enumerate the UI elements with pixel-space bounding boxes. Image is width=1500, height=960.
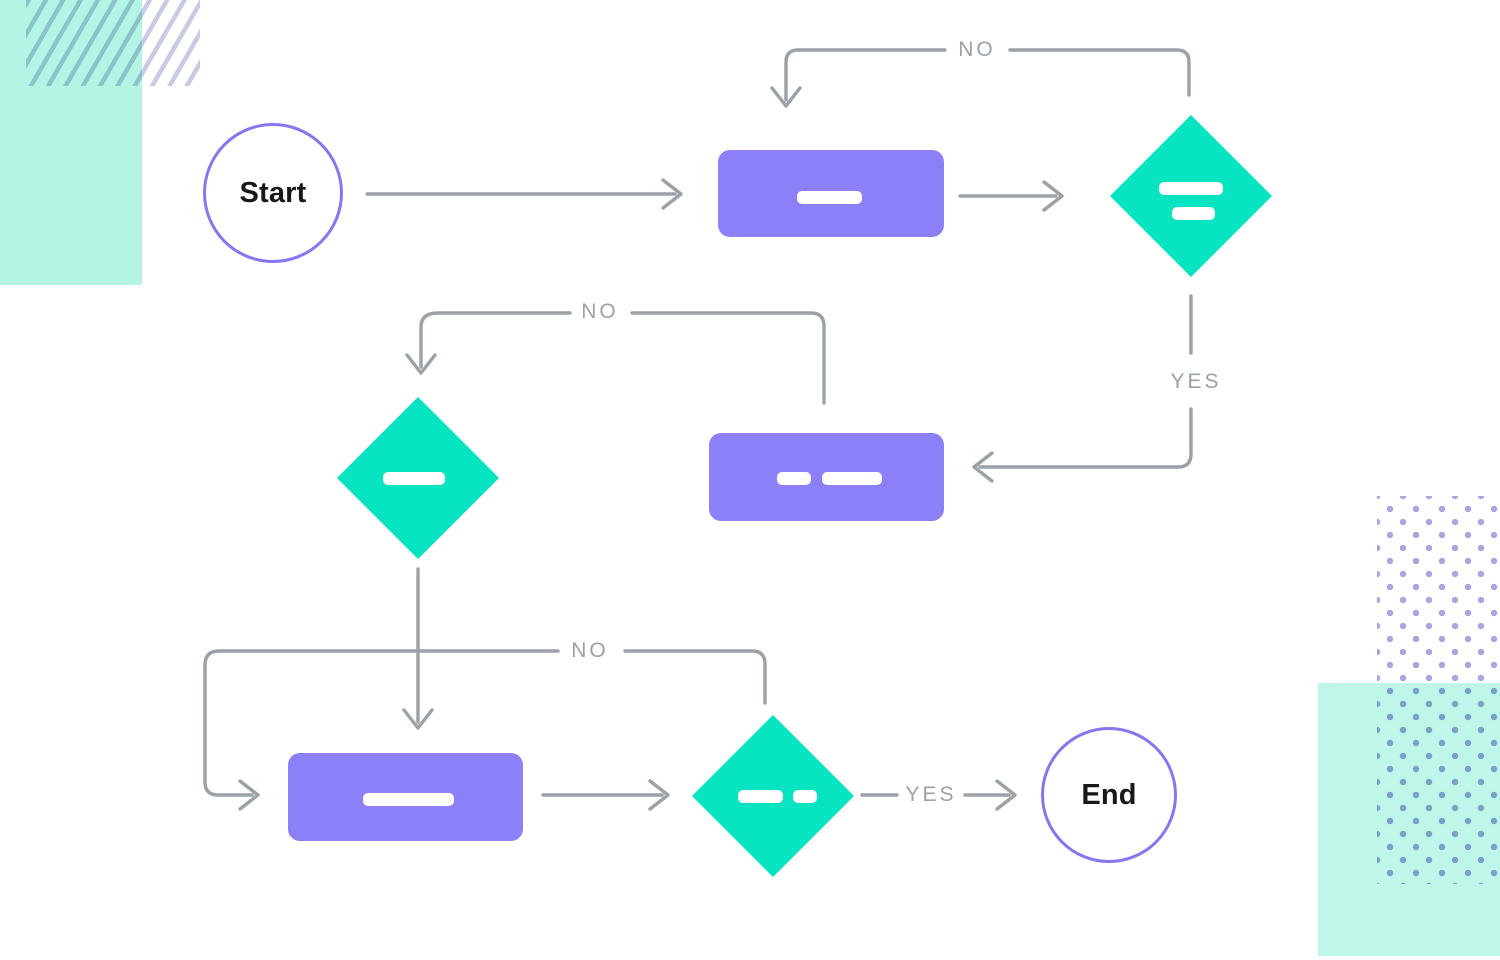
process-1-text-bar — [797, 191, 862, 204]
edge-label-yes-3: YES — [905, 783, 957, 806]
connector-decision1-no-return-a — [1008, 48, 1191, 97]
process-3-text-bar — [363, 793, 454, 806]
diagonal-stripes-pattern — [26, 0, 200, 86]
arrowhead-decision3-no-loop-b — [238, 779, 260, 811]
arrowhead-start-to-process1 — [661, 178, 683, 210]
connector-decision1-yes-b — [978, 407, 1193, 469]
connector-process2-no-loop-b — [419, 311, 572, 369]
arrowhead-decision1-yes-b — [972, 451, 994, 483]
arrowhead-decision2-to-process3 — [402, 708, 434, 730]
arrowhead-process3-to-decision3 — [648, 779, 670, 811]
edge-label-no-3: NO — [571, 639, 609, 662]
connector-decision3-no-loop-a — [623, 649, 767, 705]
arrowhead-decision1-no-return-b — [770, 86, 802, 108]
connector-decision1-no-return-b — [784, 48, 947, 102]
edge-label-no-2: NO — [581, 300, 619, 323]
end-label: End — [1081, 778, 1137, 811]
start-terminal-node: Start — [203, 123, 343, 263]
start-label: Start — [239, 176, 307, 209]
arrowhead-decision3-yes-b — [995, 779, 1017, 811]
arrowhead-process2-no-loop-b — [405, 353, 437, 375]
edge-label-yes-1: YES — [1170, 370, 1222, 393]
process-2-text-bar — [777, 472, 811, 485]
end-terminal-node: End — [1041, 727, 1177, 863]
arrowhead-process1-to-decision1 — [1042, 180, 1064, 212]
decision-2-text-bar — [383, 472, 445, 485]
connector-process2-no-loop-a — [630, 311, 826, 405]
decision-3-text-bar — [793, 790, 817, 803]
connector-decision3-no-loop-b — [203, 649, 560, 797]
decision-1-text-bar — [1172, 207, 1215, 220]
decision-3-text-bar — [738, 790, 783, 803]
decision-1-text-bar — [1159, 182, 1223, 195]
edge-label-no-1: NO — [958, 38, 996, 61]
process-2-text-bar — [822, 472, 882, 485]
dot-grid-pattern — [1377, 496, 1500, 884]
